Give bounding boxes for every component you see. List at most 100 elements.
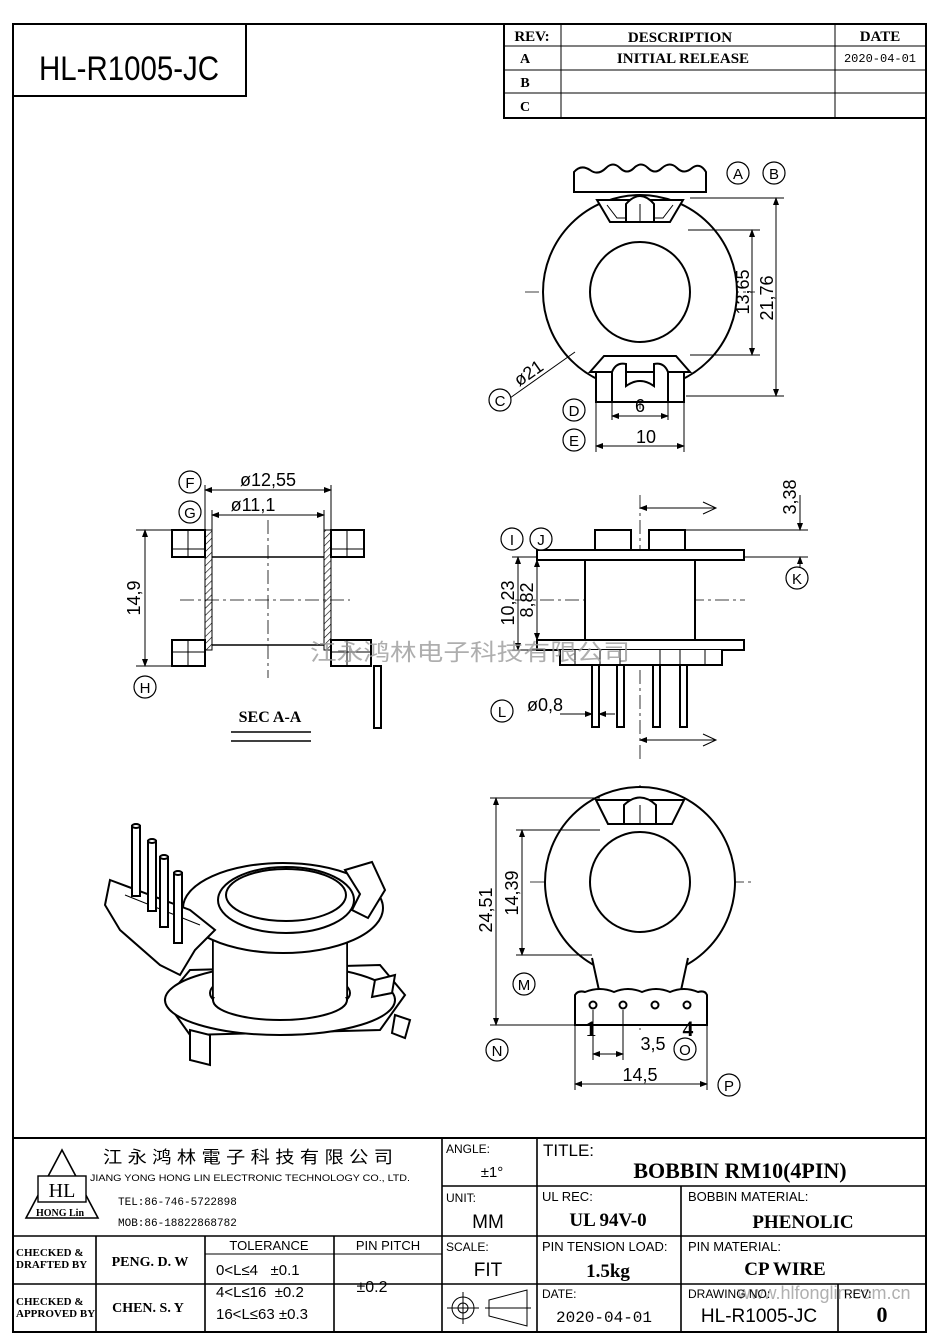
dim-section-inner-dia: ø11,1 [231, 495, 276, 515]
callout-m: M [512, 972, 536, 996]
company-mob: MOB:86-18822868782 [118, 1218, 237, 1230]
svg-text:E: E [569, 433, 579, 450]
dim-section-height: 14,9 [124, 580, 144, 615]
callout-h: H [133, 675, 157, 699]
dim-side-height-1: 10,23 [498, 580, 518, 625]
dim-pin-pitch: 3,5 [640, 1034, 665, 1054]
scale-label: SCALE: [446, 1240, 489, 1254]
svg-text:C: C [495, 393, 506, 410]
svg-text:F: F [185, 475, 194, 492]
callout-p: P [717, 1073, 741, 1097]
svg-text:G: G [184, 505, 196, 522]
unit-value: MM [472, 1212, 504, 1233]
tolerance-row-2: 4<L≤16 ±0.2 [216, 1284, 304, 1301]
pin-tension-label: PIN TENSION LOAD: [542, 1239, 667, 1254]
svg-text:I: I [510, 532, 514, 549]
watermark: 江永鸿林电子科技有限公司 [310, 639, 630, 665]
dim-side-height-2: 8,82 [517, 582, 537, 617]
revision-table: REV: DESCRIPTION DATE A INITIAL RELEASE … [503, 23, 927, 119]
rev-row-b-letter: B [520, 76, 529, 91]
dim-bottom-total: 24,51 [476, 887, 496, 932]
side-view: 3,38 10,23 8,82 ø0,8 [498, 479, 808, 760]
pin-4-label: 4 [683, 1016, 694, 1041]
website-watermark: www.hlfonglin.com.cn [736, 1283, 910, 1303]
tolerance-label: TOLERANCE [229, 1238, 309, 1253]
logo-top-text: HL [49, 1180, 76, 1202]
date-value: 2020-04-01 [556, 1309, 652, 1327]
callout-c: C [488, 388, 512, 412]
checked-drafted-label-1: CHECKED & [16, 1247, 84, 1259]
company-name-en: JIANG YONG HONG LIN ELECTRONIC TECHNOLOG… [90, 1173, 410, 1184]
callout-e: E [562, 428, 586, 452]
part-number-text: HL-R1005-JC [39, 50, 219, 88]
pin-pitch-label: PIN PITCH [356, 1238, 420, 1253]
isometric-view [103, 823, 412, 1067]
date-header: DATE [860, 29, 901, 45]
unit-label: UNIT: [446, 1191, 476, 1205]
drawing-no-value: HL-R1005-JC [701, 1306, 817, 1327]
svg-text:B: B [769, 166, 779, 183]
projection-symbol-icon [447, 1289, 531, 1327]
pin-tension-value: 1.5kg [586, 1261, 630, 1282]
bottom-view: 1 4 24,51 14,39 3,5 14,5 [476, 785, 755, 1090]
tolerance-row-1: 0<L≤4 ±0.1 [216, 1262, 300, 1279]
top-view: 13,65 21,76 ø21 6 10 [509, 163, 784, 452]
svg-text:H: H [140, 680, 151, 697]
checked-approved-value: CHEN. S. Y [112, 1301, 184, 1316]
date-label: DATE: [542, 1287, 576, 1301]
company-tel: TEL:86-746-5722898 [118, 1197, 237, 1209]
section-label: SEC A-A [239, 709, 302, 726]
rev-header: REV: [514, 29, 549, 45]
bobbin-material-value: PHENOLIC [752, 1212, 853, 1233]
svg-text:L: L [498, 704, 506, 721]
ul-value: UL 94V-0 [569, 1210, 646, 1231]
ul-label: UL REC: [542, 1189, 593, 1204]
description-header: DESCRIPTION [628, 30, 732, 46]
title-label: TITLE: [543, 1141, 594, 1160]
svg-text:M: M [518, 977, 531, 994]
checked-approved-label-1: CHECKED & [16, 1296, 84, 1308]
dim-flange-thickness: 3,38 [780, 479, 800, 514]
rev-row-a-description: INITIAL RELEASE [617, 51, 749, 67]
svg-text:D: D [569, 403, 580, 420]
pin-1-label: 1 [586, 1016, 597, 1041]
title-value: BOBBIN RM10(4PIN) [633, 1158, 846, 1183]
callout-o: O [673, 1037, 697, 1061]
section-view: ø12,55 ø11,1 14,9 SEC A-A [124, 470, 382, 742]
rev-row-c-letter: C [520, 100, 530, 115]
callout-a: A [726, 161, 750, 185]
title-block: HL HONG Lin 江 永 鸿 林 電 子 科 技 有 限 公 司 JIAN… [12, 1137, 927, 1333]
callout-j: J [529, 527, 553, 551]
callout-n: N [485, 1038, 509, 1062]
svg-text:O: O [679, 1042, 691, 1059]
angle-value: ±1° [481, 1164, 504, 1181]
dim-slot-outer: 10 [636, 427, 656, 447]
pin-material-label: PIN MATERIAL: [688, 1239, 781, 1254]
dim-top-outer: 21,76 [757, 275, 777, 320]
rev-label: REV: [844, 1287, 872, 1301]
scale-value: FIT [474, 1260, 503, 1281]
dim-top-inner: 13,65 [733, 269, 753, 314]
rev-row-a-date: 2020-04-01 [844, 52, 916, 66]
checked-drafted-label-2: DRAFTED BY [16, 1259, 87, 1271]
checked-approved-label-2: APPROVED BY [16, 1308, 95, 1320]
dim-pin-diameter: ø0,8 [527, 695, 563, 715]
callout-l: L [490, 699, 514, 723]
callout-g: G [178, 500, 202, 524]
dim-slot-inner: 6 [635, 396, 645, 416]
dim-top-diameter: ø21 [510, 356, 547, 390]
checked-drafted-value: PENG. D. W [112, 1255, 189, 1270]
svg-text:A: A [733, 166, 743, 183]
callout-i: I [500, 527, 524, 551]
tolerance-row-3: 16<L≤63 ±0.3 [216, 1306, 308, 1323]
dim-bottom-width: 14,5 [622, 1065, 657, 1085]
svg-text:J: J [537, 532, 545, 549]
company-logo: HL HONG Lin [24, 1148, 100, 1219]
part-number-box: HL-R1005-JC [12, 23, 247, 97]
rev-row-a-letter: A [520, 52, 531, 67]
pin-material-value: CP WIRE [744, 1259, 825, 1280]
callout-d: D [562, 398, 586, 422]
rev-value: 0 [877, 1302, 888, 1327]
logo-bottom-text: HONG Lin [36, 1208, 85, 1219]
